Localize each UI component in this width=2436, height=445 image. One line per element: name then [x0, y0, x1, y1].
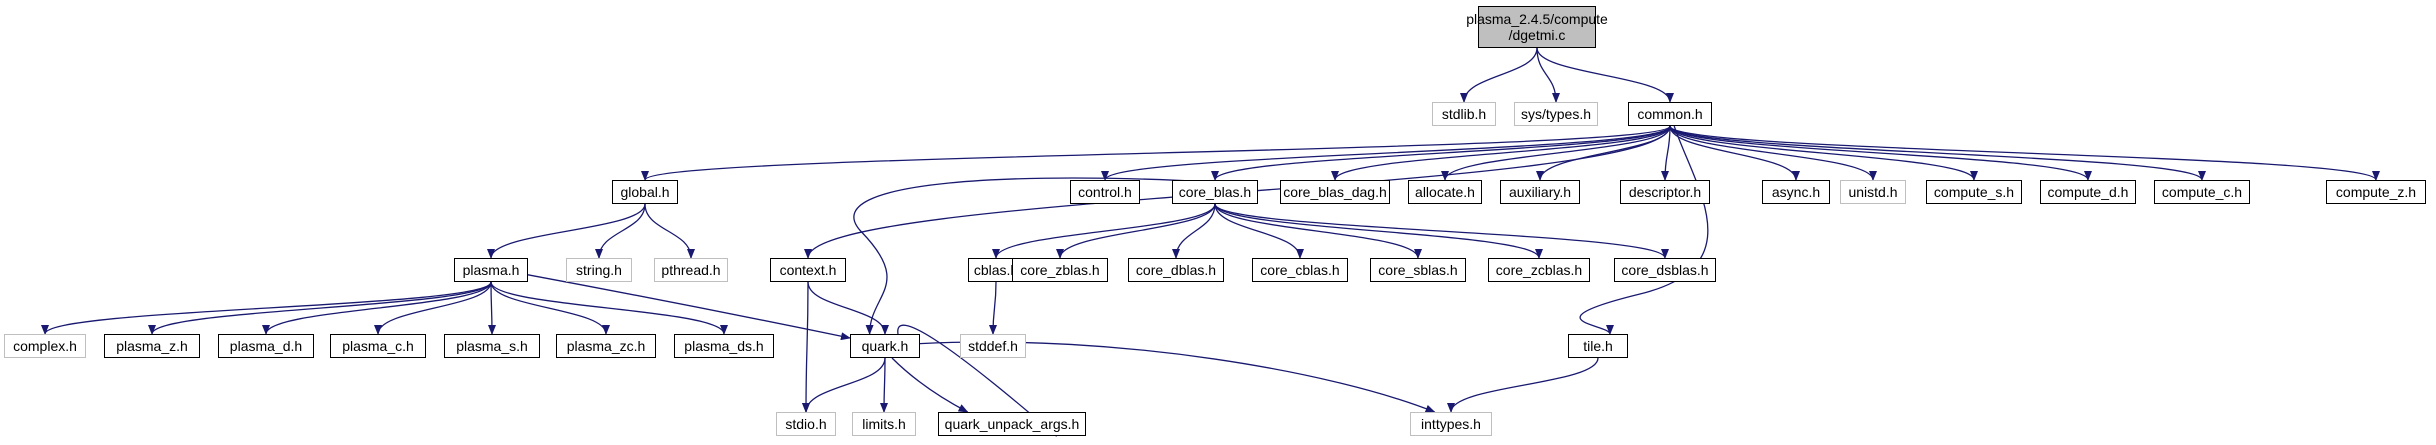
edge-core-blas-h-to-core-sblas-h [1214, 203, 1422, 259]
node-plasma-zc-h[interactable]: plasma_zc.h [556, 334, 656, 358]
edge-common-h-to-core-blas-h [1211, 125, 1671, 181]
edge-core-blas-h-to-cblas-h [992, 203, 1216, 259]
node-complex-h[interactable]: complex.h [4, 334, 86, 358]
root-file-path: plasma_2.4.5/compute [1466, 11, 1608, 27]
node-stddef-h[interactable]: stddef.h [960, 334, 1026, 358]
node-sys-types-h[interactable]: sys/types.h [1514, 102, 1598, 126]
edge-core-blas-h-to-core-cblas-h [1214, 203, 1304, 259]
edge-common-h-to-descriptor-h [1661, 125, 1671, 181]
edge-core-blas-h-to-core-dblas-h [1172, 203, 1216, 259]
edge-root-to-sys-types-h [1536, 47, 1560, 103]
edge-plasma-h-to-plasma-zc-h [490, 281, 610, 335]
edge-common-h-to-compute-z-h [1669, 125, 2380, 181]
edge-plasma-h-to-plasma-c-h [374, 281, 492, 335]
edge-context-h-to-stdio-h [802, 281, 811, 413]
node-control-h[interactable]: control.h [1070, 180, 1140, 204]
node-compute-d-h[interactable]: compute_d.h [2040, 180, 2136, 204]
node-plasma-c-h[interactable]: plasma_c.h [330, 334, 426, 358]
edge-common-h-to-compute-d-h [1669, 125, 2092, 181]
node-core-blas-dag-h[interactable]: core_blas_dag.h [1280, 180, 1390, 204]
node-stdio-h[interactable]: stdio.h [776, 412, 836, 436]
node-core-dblas-h[interactable]: core_dblas.h [1128, 258, 1224, 282]
node-plasma-z-h[interactable]: plasma_z.h [104, 334, 200, 358]
node-core-dsblas-h[interactable]: core_dsblas.h [1614, 258, 1716, 282]
edge-core-blas-h-to-core-dsblas-h [1214, 203, 1669, 259]
edge-plasma-h-to-complex-h [41, 281, 492, 335]
node-tile-h[interactable]: tile.h [1568, 334, 1628, 358]
root-file-name: /dgetmi.c [1508, 27, 1566, 43]
edge-core-blas-h-to-quark-h [853, 177, 1211, 335]
node-compute-s-h[interactable]: compute_s.h [1926, 180, 2022, 204]
node-plasma-d-h[interactable]: plasma_d.h [218, 334, 314, 358]
node-stdlib-h[interactable]: stdlib.h [1432, 102, 1496, 126]
node-plasma-s-h[interactable]: plasma_s.h [444, 334, 540, 358]
node-auxiliary-h[interactable]: auxiliary.h [1500, 180, 1580, 204]
node-pthread-h[interactable]: pthread.h [654, 258, 728, 282]
node-plasma-h[interactable]: plasma.h [454, 258, 528, 282]
edge-root-to-stdlib-h [1460, 47, 1538, 103]
edge-core-blas-h-to-core-zcblas-h [1214, 203, 1543, 259]
node-async-h[interactable]: async.h [1762, 180, 1830, 204]
edge-quark-h-to-stdio-h [802, 357, 886, 413]
edge-cblas-h-to-stddef-h [989, 281, 998, 335]
node-unistd-h[interactable]: unistd.h [1840, 180, 1906, 204]
node-compute-z-h[interactable]: compute_z.h [2326, 180, 2426, 204]
edge-global-h-to-string-h [595, 203, 646, 259]
node-core-zblas-h[interactable]: core_zblas.h [1012, 258, 1108, 282]
edge-common-h-to-compute-c-h [1669, 125, 2206, 181]
edge-core-blas-h-to-core-zblas-h [1056, 203, 1216, 259]
node-common-h[interactable]: common.h [1628, 102, 1712, 126]
edge-quark-unpack-args-h-to-quark-h [897, 324, 1058, 437]
node-inttypes-h[interactable]: inttypes.h [1410, 412, 1492, 436]
node-quark-unpack-args-h[interactable]: quark_unpack_args.h [938, 412, 1086, 436]
node-core-cblas-h[interactable]: core_cblas.h [1252, 258, 1348, 282]
node-descriptor-h[interactable]: descriptor.h [1620, 180, 1710, 204]
edge-plasma-h-to-plasma-ds-h [490, 281, 728, 335]
edge-global-h-to-plasma-h [487, 203, 646, 259]
edge-common-h-to-tile-h [1579, 125, 1709, 335]
node-plasma-ds-h[interactable]: plasma_ds.h [674, 334, 774, 358]
root-file-node[interactable]: plasma_2.4.5/compute /dgetmi.c [1466, 6, 1608, 48]
node-compute-c-h[interactable]: compute_c.h [2154, 180, 2250, 204]
edge-context-h-to-quark-h [807, 281, 889, 335]
edge-common-h-to-core-blas-dag-h [1331, 125, 1671, 181]
node-limits-h[interactable]: limits.h [852, 412, 916, 436]
node-quark-h[interactable]: quark.h [850, 334, 920, 358]
edge-plasma-h-to-plasma-s-h [487, 281, 496, 335]
edge-common-h-to-global-h [641, 125, 1671, 181]
edge-plasma-h-to-plasma-d-h [262, 281, 492, 335]
edge-quark-h-to-quark-unpack-args-h [891, 357, 969, 413]
node-allocate-h[interactable]: allocate.h [1408, 180, 1482, 204]
edge-tile-h-to-inttypes-h [1447, 357, 1599, 413]
edge-quark-h-to-limits-h [880, 357, 889, 413]
edge-plasma-h-to-quark-h [527, 274, 851, 341]
node-string-h[interactable]: string.h [566, 258, 632, 282]
node-core-sblas-h[interactable]: core_sblas.h [1370, 258, 1466, 282]
edge-common-h-to-allocate-h [1441, 125, 1671, 181]
edge-root-to-common-h [1536, 47, 1674, 103]
edge-common-h-to-compute-s-h [1669, 125, 1978, 181]
edge-common-h-to-control-h [1101, 125, 1671, 181]
edge-common-h-to-unistd-h [1669, 125, 1877, 181]
node-core-zcblas-h[interactable]: core_zcblas.h [1488, 258, 1590, 282]
node-global-h[interactable]: global.h [612, 180, 678, 204]
edge-plasma-h-to-plasma-z-h [148, 281, 492, 335]
edge-global-h-to-pthread-h [644, 203, 695, 259]
node-core-blas-h[interactable]: core_blas.h [1172, 180, 1258, 204]
node-context-h[interactable]: context.h [770, 258, 846, 282]
edge-common-h-to-async-h [1669, 125, 1800, 181]
